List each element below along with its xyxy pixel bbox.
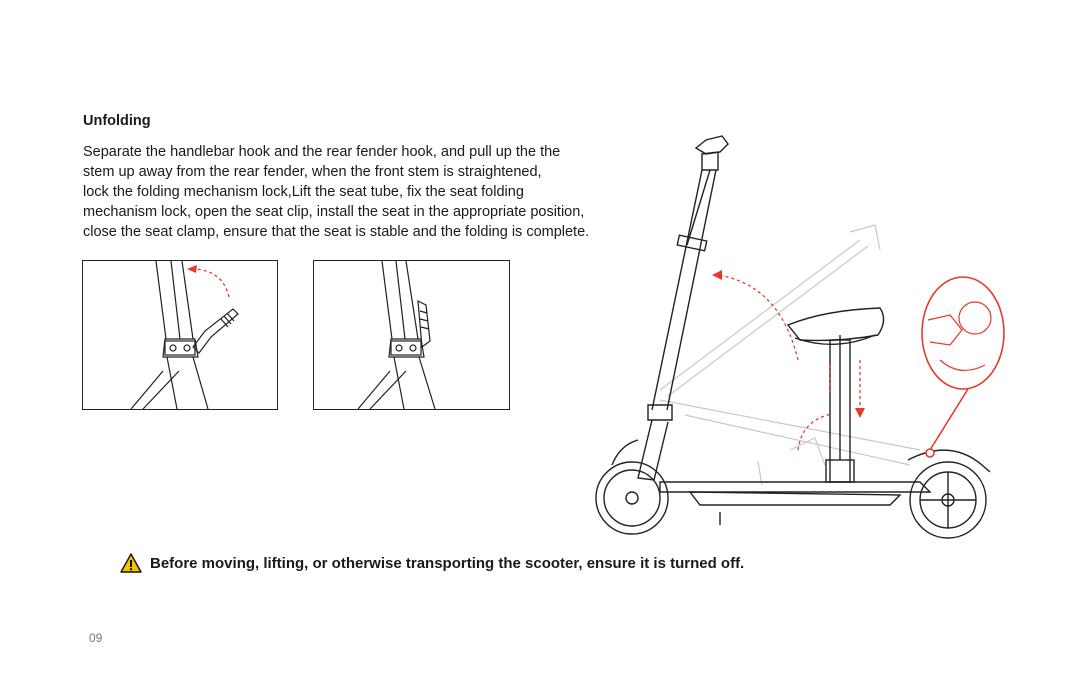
scooter-drawing [595, 135, 1005, 539]
instruction-line: close the seat clamp, ensure that the se… [83, 224, 590, 240]
warning-triangle-icon [120, 553, 142, 573]
folding-lock-closed-drawing [357, 261, 436, 409]
warning-text: Before moving, lifting, or otherwise tra… [150, 554, 745, 572]
folding-lock-open-drawing [130, 261, 239, 409]
folding-lock-closed-illustration [313, 260, 510, 410]
instruction-line: mechanism lock, open the seat clip, inst… [83, 204, 585, 220]
scooter-unfolding-illustration [590, 120, 1030, 540]
folding-lock-open-illustration [82, 260, 278, 410]
instruction-line: stem up away from the rear fender, when … [83, 164, 542, 180]
warning-notice: Before moving, lifting, or otherwise tra… [120, 553, 744, 573]
page-number: 09 [89, 631, 103, 645]
instructions-paragraph: Separate the handlebar hook and the rear… [83, 142, 663, 242]
instruction-line: lock the folding mechanism lock,Lift the… [83, 184, 524, 200]
section-title: Unfolding [83, 113, 151, 129]
instruction-line: Separate the handlebar hook and the rear… [83, 144, 561, 160]
